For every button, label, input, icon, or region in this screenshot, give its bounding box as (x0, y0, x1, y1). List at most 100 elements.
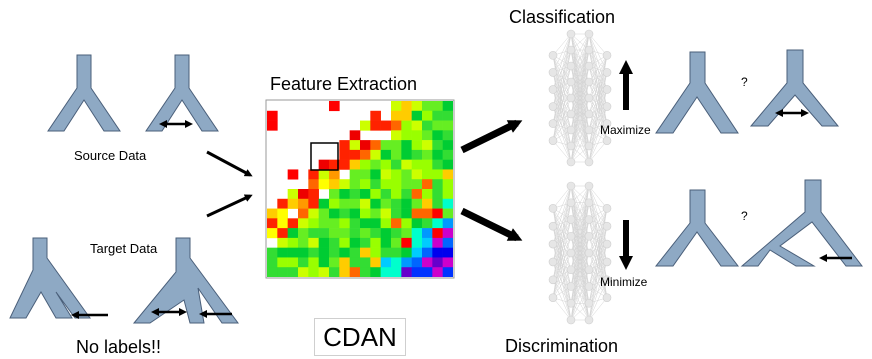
heatmap-cell (380, 179, 392, 190)
heatmap-cell (370, 110, 381, 121)
nn-node (566, 231, 576, 241)
nn-edge (552, 113, 572, 141)
heatmap-cell (442, 120, 453, 131)
heatmap-cell (318, 159, 330, 170)
nn-edge (588, 55, 608, 131)
heatmap-cell (432, 267, 443, 277)
nn-edge (552, 81, 572, 141)
heatmap-cell (391, 159, 402, 170)
heatmap-cell (318, 198, 330, 209)
heatmap-cell (370, 149, 381, 160)
nn-edge (588, 208, 608, 270)
nn-node (584, 298, 594, 308)
nn-node (566, 125, 576, 135)
classification-title: Classification (509, 7, 616, 27)
heatmap-cell (401, 198, 412, 209)
nn-edge (552, 236, 572, 298)
heatmap-cell (287, 189, 299, 200)
heatmap-cell (339, 247, 350, 258)
nn-edge (570, 33, 590, 83)
heatmap-cell (370, 247, 381, 258)
heatmap-cell (391, 218, 402, 229)
nn-edge (588, 81, 608, 124)
nn-edge (552, 106, 572, 163)
nn-edge (552, 208, 572, 254)
nn-node (566, 109, 576, 119)
heatmap-cell (380, 169, 392, 180)
heatmap-cell (329, 218, 340, 229)
heatmap-cell (391, 110, 402, 121)
heatmap-cell (308, 267, 319, 277)
nn-edge (588, 185, 608, 245)
heatmap-cell (339, 228, 350, 239)
nn-edge (588, 33, 608, 90)
heatmap-cell (277, 257, 288, 268)
heatmap-cell (422, 120, 433, 131)
nn-edge (588, 279, 608, 321)
nn-edge (552, 208, 572, 270)
heatmap-cell (360, 179, 371, 190)
heatmap-cell (360, 189, 371, 200)
nn-edge (552, 123, 572, 163)
nn-node (584, 248, 594, 258)
heatmap-cell (391, 257, 402, 268)
heatmap-cell (339, 218, 350, 229)
heatmap-cell (360, 218, 371, 229)
nn-edge (552, 33, 572, 73)
heatmap-cell (432, 101, 443, 112)
heatmap-cell (349, 218, 361, 229)
heatmap-cell (277, 247, 288, 258)
heatmap-cell (277, 218, 288, 229)
heatmap-cell (432, 247, 443, 258)
nn-edge (552, 72, 572, 99)
nn-edge (552, 33, 572, 107)
heatmap-cell (360, 169, 371, 180)
heatmap-cell (380, 218, 392, 229)
heatmap-cell (339, 267, 350, 277)
heatmap-cell (380, 189, 392, 200)
heatmap-cell (432, 149, 443, 160)
source-tree-1 (47, 54, 121, 132)
heatmap-cell (380, 159, 392, 170)
heatmap-cell (442, 257, 453, 268)
heatmap-cell (422, 159, 433, 170)
nn-node (602, 204, 612, 213)
heatmap-cell (339, 208, 350, 219)
heatmap-cell (432, 237, 443, 248)
heatmap-cell (318, 218, 330, 229)
nn-node (584, 315, 594, 325)
heatmap-cell (442, 228, 453, 239)
heatmap-cell (287, 169, 299, 180)
heatmap-cell (401, 208, 412, 219)
heatmap-cell (411, 208, 423, 219)
nn-node (584, 282, 594, 291)
nn-node (548, 51, 558, 60)
nn-edge (552, 65, 572, 141)
discriminator-network (548, 181, 612, 325)
nn-node (602, 293, 612, 302)
nn-edge (552, 89, 572, 147)
heatmap-cell (432, 140, 443, 151)
source-to-feature-arrow (206, 150, 253, 177)
nn-edge (588, 49, 608, 90)
heatmap-cell (370, 140, 381, 151)
question-mark-bottom: ? (741, 209, 748, 223)
nn-edge (588, 261, 608, 321)
nn-edge (588, 81, 608, 141)
nn-edge (570, 185, 590, 321)
heatmap-cell (277, 198, 288, 209)
heatmap-cell (298, 218, 309, 229)
nn-node (602, 102, 612, 111)
heatmap-cell (318, 228, 330, 239)
nn-edge (588, 236, 608, 280)
heatmap-cell (442, 179, 453, 190)
heatmap-cell (401, 159, 412, 170)
heatmap-cell (267, 120, 278, 131)
heatmap-cell (422, 208, 433, 219)
heatmap-cell (380, 257, 392, 268)
heatmap-cell (349, 198, 361, 209)
heatmap-cell (277, 267, 288, 277)
nn-edge (570, 185, 590, 237)
heatmap-cell (287, 237, 299, 248)
nn-node (602, 257, 612, 267)
